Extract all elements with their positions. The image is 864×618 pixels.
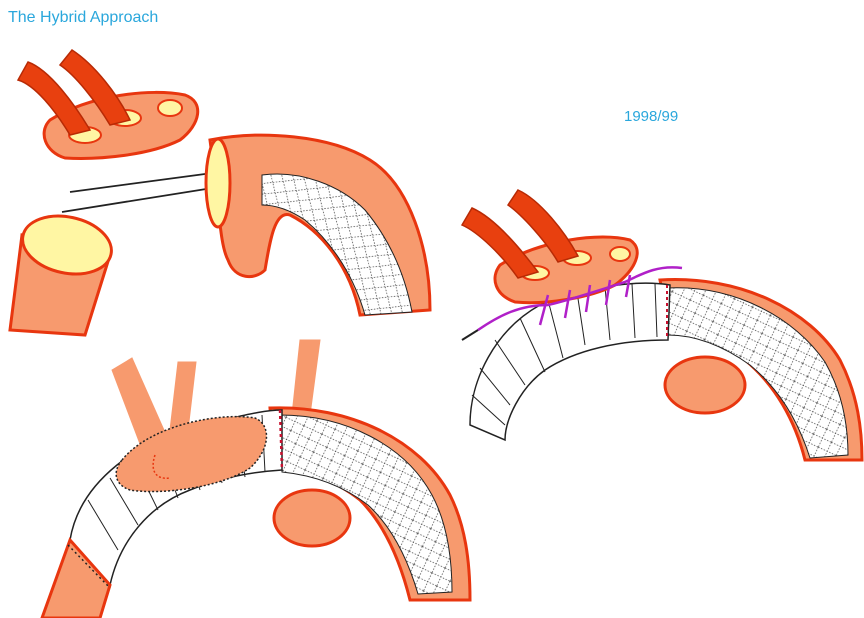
arch-lumen — [206, 139, 230, 227]
figure-disassembled-arch — [10, 50, 430, 335]
figure-elephant-trunk-anastomosis — [462, 190, 862, 460]
figure-completed-hybrid-repair — [42, 340, 470, 618]
descending-aorta — [660, 280, 862, 460]
ascending-aorta-stump — [10, 208, 117, 335]
supra-aortic-vessels — [18, 50, 130, 135]
distal-arch-with-trunk — [206, 135, 430, 315]
elephant-trunk-graft — [470, 283, 670, 440]
descending-segment — [270, 408, 470, 600]
